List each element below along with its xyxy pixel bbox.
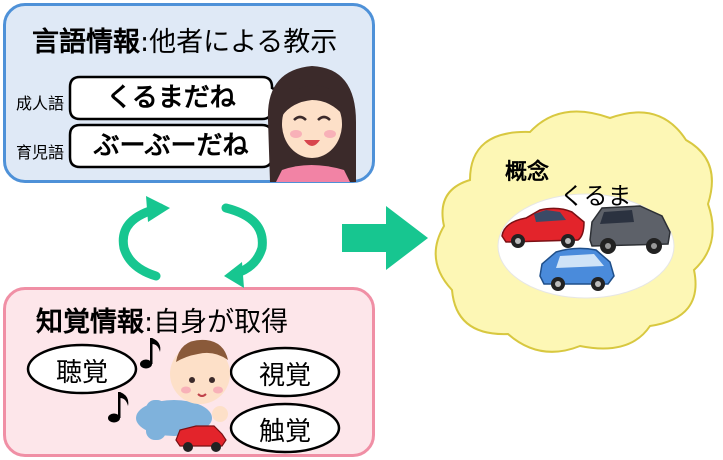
red-car-icon — [501, 207, 585, 248]
language-info-title-rest: :他者による教示 — [140, 27, 338, 58]
toy-car-icon — [175, 425, 227, 452]
vision-oval — [229, 346, 341, 398]
cycle-arrow-heads — [146, 196, 244, 288]
right-arrow-icon — [342, 206, 428, 270]
hearing-oval — [26, 343, 138, 395]
language-info-title: 言語情報:他者による教示 — [32, 20, 337, 59]
perceptual-info-title-rest: :自身が取得 — [144, 307, 289, 338]
adult-speech-text: くるまだね — [106, 83, 236, 113]
adult-speech-label: 成人語 — [16, 94, 65, 113]
mother-icon — [267, 66, 356, 182]
perceptual-info-title: 知覚情報:自身が取得 — [36, 300, 288, 339]
hearing-label: 聴覚 — [55, 358, 108, 388]
language-info-title-bold: 言語情報 — [32, 27, 140, 58]
blue-car-icon — [539, 247, 615, 291]
cycle-arrows-icon — [118, 203, 267, 281]
touch-oval — [229, 402, 341, 454]
perceptual-info-title-bold: 知覚情報 — [36, 307, 144, 338]
touch-label: 触覚 — [258, 417, 311, 447]
child-speech-label: 育児語 — [16, 143, 65, 162]
grey-suv-icon — [589, 205, 671, 254]
vision-label: 視覚 — [258, 361, 311, 391]
adult-speech-bubble — [68, 75, 291, 121]
child-speech-text: ぶーぶーだね — [93, 131, 249, 161]
concept-word: くるま — [560, 182, 632, 210]
music-note-icon — [108, 338, 161, 423]
concept-title: 概念 — [505, 160, 550, 185]
